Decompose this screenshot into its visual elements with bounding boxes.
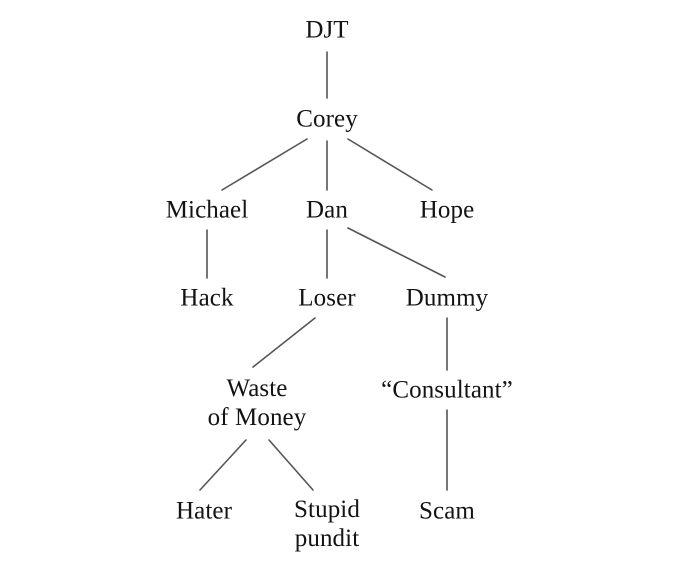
node-waste: Waste of Money [207, 375, 307, 431]
node-michael: Michael [165, 196, 249, 224]
node-hope: Hope [419, 196, 475, 224]
node-hack: Hack [180, 284, 234, 312]
node-consultant: “Consultant” [381, 376, 513, 404]
node-pundit: Stupid pundit [294, 496, 360, 552]
node-loser: Loser [298, 284, 356, 312]
edge-dan-to-dummy [347, 227, 446, 278]
node-dummy: Dummy [405, 284, 489, 312]
edge-loser-to-waste [252, 317, 316, 368]
node-djt: DJT [305, 16, 349, 44]
edge-waste-to-hater [199, 439, 247, 491]
node-dan: Dan [306, 196, 348, 224]
edge-corey-to-michael [221, 138, 308, 191]
node-scam: Scam [419, 497, 475, 525]
edge-corey-to-hope [347, 138, 433, 191]
node-corey: Corey [296, 105, 358, 133]
node-hater: Hater [175, 497, 233, 525]
edge-waste-to-pundit [268, 439, 314, 491]
